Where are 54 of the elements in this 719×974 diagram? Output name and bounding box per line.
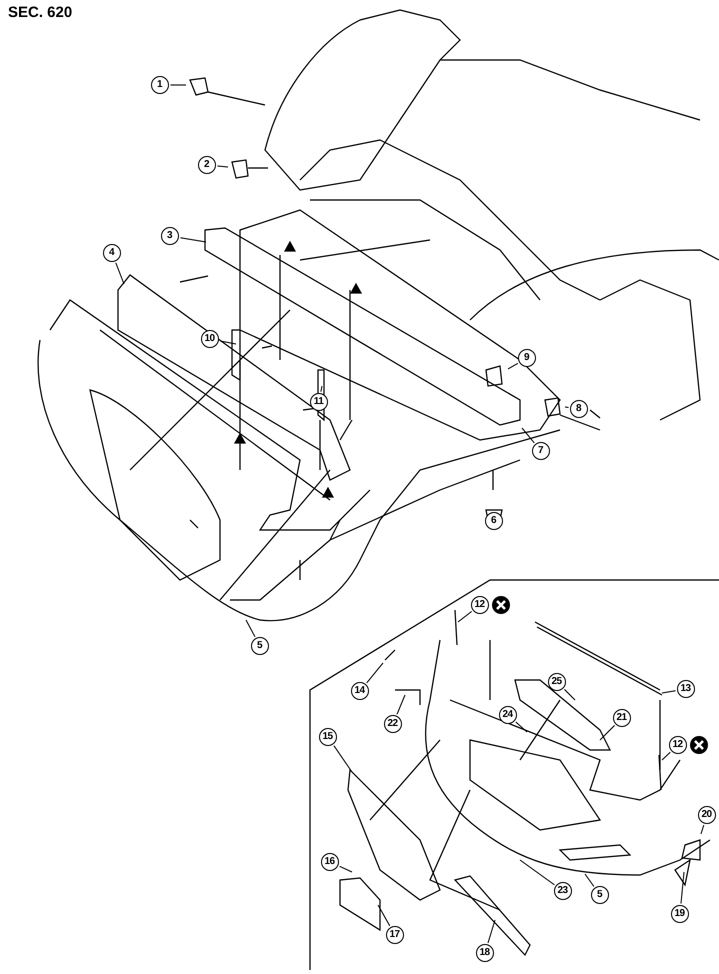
callout-number: 8 bbox=[570, 400, 588, 418]
leader-line bbox=[115, 262, 124, 284]
callout-number: 19 bbox=[670, 904, 688, 922]
callout-number: 21 bbox=[612, 708, 630, 726]
leader-line bbox=[662, 690, 676, 694]
callout-number: 13 bbox=[676, 680, 694, 698]
leader-line bbox=[366, 662, 384, 684]
leader-line bbox=[217, 166, 228, 168]
leader-line bbox=[564, 406, 570, 408]
leader-line bbox=[488, 920, 496, 944]
leader-line bbox=[339, 866, 352, 872]
callout-number: 20 bbox=[698, 806, 716, 824]
leader-line bbox=[508, 362, 518, 370]
callout-number: 1 bbox=[150, 76, 168, 94]
callout-number: 16 bbox=[320, 852, 338, 870]
callout-number: 18 bbox=[476, 944, 494, 962]
callout-number: 12 bbox=[668, 736, 686, 754]
callout-number: 5 bbox=[590, 886, 608, 904]
callout-number: 5 bbox=[250, 636, 268, 654]
leader-line bbox=[564, 688, 576, 700]
callout-number: 9 bbox=[518, 348, 536, 366]
callout-number: 11 bbox=[310, 392, 328, 410]
callout-number: 14 bbox=[350, 682, 368, 700]
callout-number: 12 bbox=[470, 596, 488, 614]
leader-line bbox=[522, 428, 535, 444]
leader-line bbox=[520, 860, 555, 886]
leader-line bbox=[584, 874, 594, 887]
leader-line bbox=[396, 694, 406, 715]
leader-line bbox=[320, 386, 322, 392]
callout-number: 6 bbox=[484, 512, 502, 530]
leader-line bbox=[515, 722, 528, 732]
callout-number: 24 bbox=[498, 706, 516, 724]
leader-line bbox=[246, 620, 256, 638]
leader-line bbox=[220, 340, 236, 344]
leader-line bbox=[333, 745, 352, 772]
callout-number: 17 bbox=[386, 926, 404, 944]
leader-line bbox=[662, 752, 671, 760]
leader-line bbox=[600, 724, 616, 740]
leader-line bbox=[458, 610, 472, 622]
callout-number: 10 bbox=[200, 330, 218, 348]
callout-number: 3 bbox=[160, 226, 178, 244]
leader-line bbox=[680, 872, 684, 904]
callout-number: 25 bbox=[548, 672, 566, 690]
callout-number: 22 bbox=[384, 714, 402, 732]
leader-line bbox=[170, 84, 186, 86]
leader-line bbox=[378, 904, 390, 926]
callout-number: 23 bbox=[554, 882, 572, 900]
callout-number: 15 bbox=[318, 728, 336, 746]
section-number: SEC. 620 bbox=[8, 4, 72, 21]
leader-line bbox=[700, 824, 704, 834]
callout-number: 2 bbox=[198, 156, 216, 174]
callout-number: 4 bbox=[102, 244, 120, 262]
leader-line bbox=[180, 237, 206, 242]
callout-number: 7 bbox=[532, 442, 550, 460]
